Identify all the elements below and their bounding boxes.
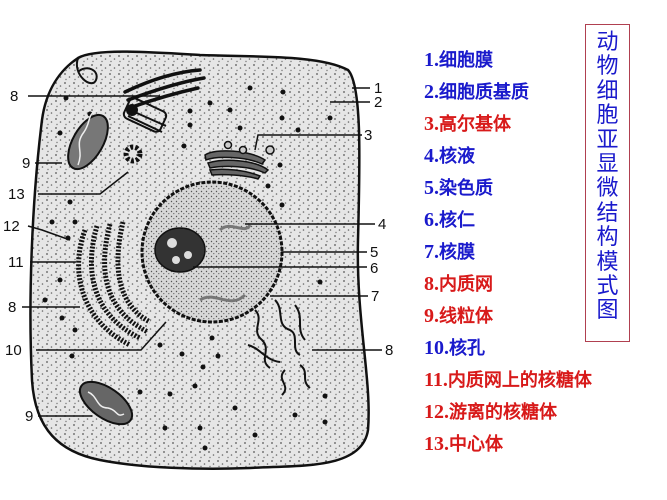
title-char: 图 <box>596 298 619 324</box>
legend-item: 10.核孔 <box>424 332 592 364</box>
label-6: 6 <box>370 260 378 277</box>
legend-label: 细胞质基质 <box>439 82 529 103</box>
legend-label: 核孔 <box>449 338 485 359</box>
label-12: 12 <box>3 218 20 235</box>
title-char: 构 <box>596 225 619 251</box>
title-char: 动 <box>596 30 619 55</box>
diagram-title-box: 动物细胞亚显微结构模式图 <box>585 24 630 342</box>
smooth-er <box>247 299 311 396</box>
label-11: 11 <box>8 254 24 271</box>
legend-number: 12. <box>424 401 449 423</box>
legend-label: 线粒体 <box>439 306 493 327</box>
legend-item: 5.染色质 <box>424 172 592 204</box>
free-ribosomes <box>42 85 333 451</box>
legend-number: 7. <box>424 241 439 263</box>
title-char: 亚 <box>596 127 619 153</box>
label-8-left: 8 <box>8 299 16 316</box>
legend-label: 核仁 <box>439 210 475 231</box>
legend-item: 3.高尔基体 <box>424 108 592 140</box>
golgi-apparatus <box>204 140 275 180</box>
legend-number: 8. <box>424 273 439 295</box>
animal-cell-diagram: 8 1 2 3 9 13 12 11 4 5 6 7 8 10 8 9 <box>3 50 393 470</box>
legend-item: 11.内质网上的核糖体 <box>424 364 592 396</box>
label-1: 1 <box>374 80 382 97</box>
title-char: 显 <box>596 152 619 178</box>
legend-label: 内质网 <box>439 274 493 295</box>
label-4: 4 <box>378 216 386 233</box>
title-char: 模 <box>596 249 619 275</box>
legend-item: 12.游离的核糖体 <box>424 396 592 428</box>
rough-er <box>76 221 152 348</box>
label-13: 13 <box>8 186 25 203</box>
legend-label: 中心体 <box>449 434 503 455</box>
mitochondrion-top <box>67 109 109 171</box>
legend-item: 13.中心体 <box>424 428 592 460</box>
legend-item: 9.线粒体 <box>424 300 592 332</box>
nucleus <box>140 180 284 324</box>
legend-label: 内质网上的核糖体 <box>447 370 592 391</box>
legend-number: 4. <box>424 145 439 167</box>
legend-number: 2. <box>424 81 439 103</box>
label-7: 7 <box>371 288 379 305</box>
title-char: 物 <box>596 54 619 80</box>
label-8-right: 8 <box>385 342 393 359</box>
label-3: 3 <box>364 127 372 144</box>
title-char: 结 <box>596 200 619 226</box>
legend-number: 6. <box>424 209 439 231</box>
centrosome <box>122 97 168 164</box>
legend-item: 4.核液 <box>424 140 592 172</box>
legend-label: 高尔基体 <box>439 114 511 135</box>
legend-number: 3. <box>424 113 439 135</box>
legend-number: 13. <box>424 433 449 455</box>
legend-item: 2.细胞质基质 <box>424 76 592 108</box>
label-9-bottom: 9 <box>25 408 33 425</box>
legend-label: 核液 <box>439 146 475 167</box>
endoplasmic-reticulum-top <box>123 68 206 109</box>
title-char: 微 <box>596 176 619 202</box>
label-10: 10 <box>5 342 22 359</box>
mitochondrion-bottom <box>78 380 134 426</box>
legend-item: 8.内质网 <box>424 268 592 300</box>
title-char: 细 <box>596 78 619 104</box>
legend-item: 1.细胞膜 <box>424 44 592 76</box>
diagram-number-labels: 8 1 2 3 9 13 12 11 4 5 6 7 8 10 8 9 <box>3 80 393 425</box>
title-char: 式 <box>596 274 619 300</box>
label-9-top: 9 <box>22 155 30 172</box>
legend-number: 11. <box>424 369 448 391</box>
legend-label: 游离的核糖体 <box>449 402 557 423</box>
label-2: 2 <box>374 94 382 111</box>
legend-number: 5. <box>424 177 439 199</box>
label-8-top: 8 <box>10 88 18 105</box>
legend-label: 细胞膜 <box>439 50 493 71</box>
legend-item: 7.核膜 <box>424 236 592 268</box>
legend-number: 9. <box>424 305 439 327</box>
legend-label: 核膜 <box>439 242 475 263</box>
leader-lines <box>22 87 382 417</box>
legend-label: 染色质 <box>439 178 493 199</box>
label-5: 5 <box>370 244 378 261</box>
legend-number: 1. <box>424 49 439 71</box>
legend-number: 10. <box>424 337 449 359</box>
legend-item: 6.核仁 <box>424 204 592 236</box>
title-char: 胞 <box>596 103 619 129</box>
